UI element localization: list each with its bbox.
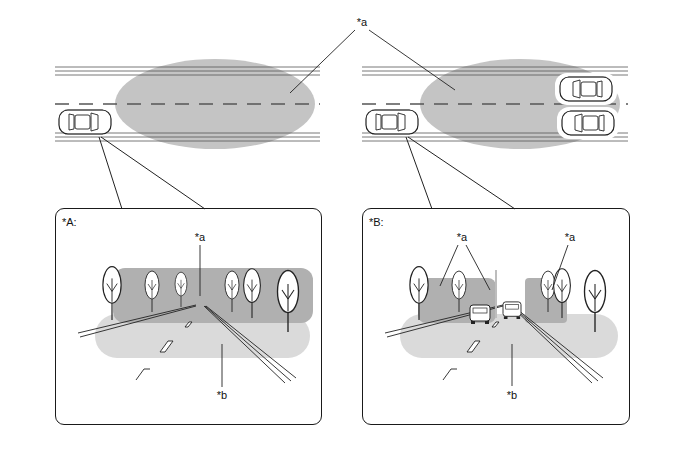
- drawing-part: [440, 245, 568, 386]
- drawing-part: [99, 137, 122, 209]
- drawing-part: [557, 107, 619, 139]
- drawing-part: [470, 305, 490, 324]
- drawing-part: [492, 322, 499, 327]
- road-top-view-right: [362, 59, 628, 149]
- drawing-part: [55, 71, 320, 72]
- drawing-part: [185, 322, 192, 327]
- callout-letter: *b: [505, 389, 519, 401]
- drawing-part: [362, 67, 628, 68]
- drawing-part: [55, 103, 320, 105]
- callout-wedge: [99, 137, 515, 209]
- callout-box: *A:: [55, 208, 322, 425]
- drawing-part: [55, 67, 320, 141]
- drawing-part: [200, 245, 222, 387]
- drawing-part: [495, 270, 497, 318]
- callout-letter: *a: [563, 231, 577, 243]
- drawing-part: [512, 306, 598, 381]
- drawing-part: [513, 306, 603, 378]
- drawing-part: [55, 67, 320, 68]
- callout-letter: *a: [355, 16, 369, 28]
- drawing-part: [200, 245, 201, 296]
- drawing-part: [562, 111, 614, 135]
- callout-letter: *b: [215, 389, 229, 401]
- drawing-part: [175, 272, 187, 307]
- drawing-part: [206, 306, 296, 378]
- drawing-part: [160, 341, 173, 352]
- drawing-part: [406, 137, 432, 209]
- drawing-part: [103, 267, 121, 320]
- drawing-part: [78, 305, 196, 333]
- drawing-part: [362, 67, 628, 141]
- drawing-part: [290, 30, 355, 93]
- drawing-part: [55, 137, 320, 138]
- drawing-part: [369, 30, 455, 90]
- drawing-part: [136, 369, 150, 380]
- view-letter: *B:: [369, 216, 384, 228]
- drawing-part: [278, 271, 299, 333]
- drawing-part: [512, 344, 513, 386]
- drawing-part: [225, 271, 239, 312]
- drawing-part: [560, 77, 612, 101]
- drawing-part: [59, 110, 111, 134]
- drawing-part: [552, 245, 568, 290]
- drawing-part: [385, 305, 503, 333]
- view-letter: *A:: [62, 216, 77, 228]
- drawing-part: [511, 306, 592, 383]
- drawing-part: [466, 245, 490, 290]
- drawing-part: [385, 305, 603, 383]
- drawing-part: [387, 306, 503, 337]
- callout-letter: *a: [455, 231, 469, 243]
- drawing-part: [55, 141, 320, 142]
- drawing-part: [496, 270, 497, 318]
- drawing-part: [78, 305, 296, 383]
- leader-line: [290, 30, 455, 93]
- drawing-part: [244, 269, 261, 318]
- drawing-part: [362, 141, 628, 142]
- drawing-part: [452, 271, 466, 312]
- drawing-part: [541, 271, 555, 312]
- drawing-part: [362, 71, 628, 72]
- drawing-part: [222, 344, 223, 387]
- drawing-part: [554, 269, 571, 318]
- drawing-part: [467, 341, 480, 352]
- drawing-part: [585, 271, 606, 333]
- drawing-part: [205, 306, 291, 381]
- drawing-part: [408, 137, 515, 209]
- perspective-scene-a: [78, 245, 313, 387]
- drawing-part: [440, 245, 458, 286]
- road-top-view-left: [55, 59, 320, 149]
- drawing-part: [80, 306, 196, 337]
- drawing-part: [503, 302, 521, 319]
- drawing-part: [101, 137, 205, 209]
- callout-letter: *a: [193, 231, 207, 243]
- drawing-part: [366, 110, 418, 134]
- drawing-part: [410, 267, 428, 320]
- drawing-part: [555, 73, 617, 105]
- drawing-part: [204, 306, 285, 383]
- drawing-part: [145, 271, 159, 312]
- callout-box: *B:: [362, 208, 630, 425]
- drawing-part: [443, 369, 457, 380]
- drawing-part: [55, 75, 320, 76]
- perspective-scene-b: [385, 245, 618, 386]
